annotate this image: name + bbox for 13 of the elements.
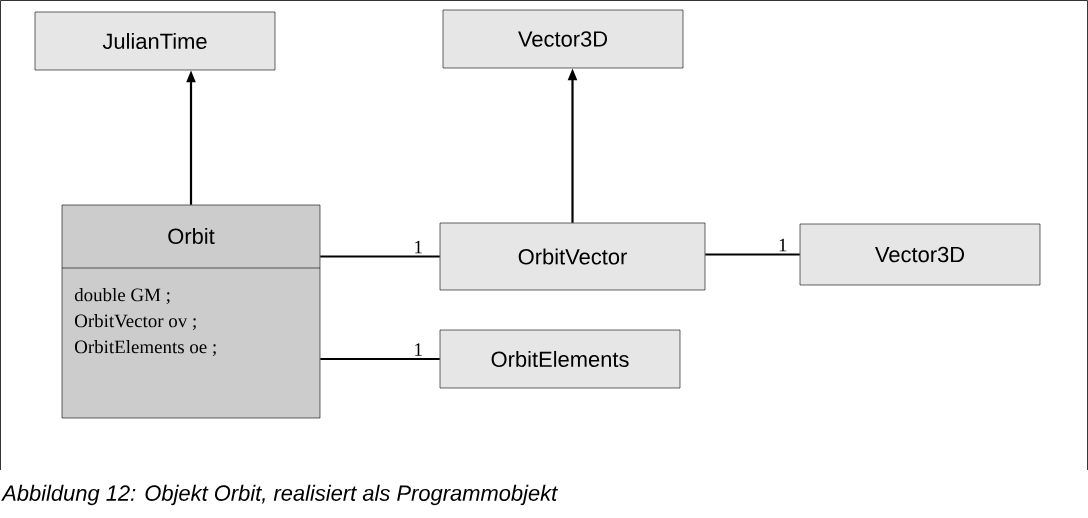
multiplicity-label: 1 [415,343,422,356]
class-box: OrbitElements [439,329,681,389]
connector-line [320,255,440,258]
class-box: Vector3D [442,9,684,69]
connector-line [320,357,440,361]
class-box: JulianTime [34,11,276,71]
class-box: OrbitVector [439,222,706,291]
caption: Abbildung 12: Objekt Orbit, realisiert als Programmobjekt [1,484,558,506]
class-box: Orbit double GM ; OrbitVector ov ; OrbitElements oe ; [61,204,321,419]
multiplicity-label: 1 [779,238,787,252]
multiplicity-label: 1 [415,240,422,254]
connector-line [705,253,800,256]
class-box: Vector3D [799,223,1041,286]
